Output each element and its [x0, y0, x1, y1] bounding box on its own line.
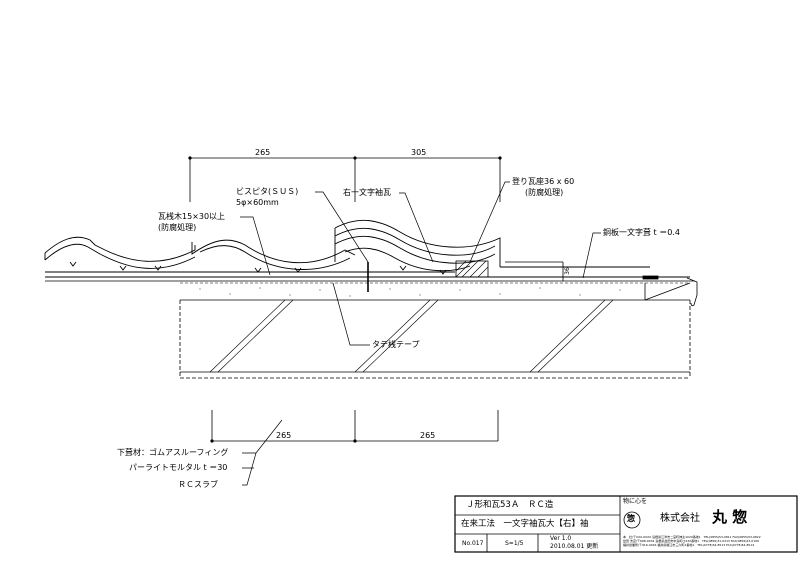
label-mortar: パーライトモルタル t ＝30 [129, 463, 228, 472]
top-dimension [188, 156, 502, 202]
bottom-dimension [210, 410, 499, 443]
title-block-frame [454, 495, 798, 553]
mortar-layer [180, 282, 691, 301]
label-tile-seat: 登り瓦座36 x 60 [512, 177, 575, 186]
label-batten: 瓦桟木15×30以上 [158, 212, 226, 221]
title-row1: Ｊ形和瓦53Ａ ＲＣ造 [466, 500, 554, 510]
company-type: 株式会社 [660, 513, 700, 524]
drawing-date: 2010.08.01 更新 [550, 543, 599, 550]
logo-char: 惣 [627, 514, 635, 523]
label-copper: 銅板一文字葺 t ＝0.4 [603, 228, 680, 237]
company-name: 丸 惣 [712, 508, 748, 526]
dim-top-1: 265 [255, 148, 271, 157]
label-ridge-tile: 右一文字袖瓦 [343, 188, 391, 197]
label-underlay: 下葺材：ゴムアスルーフィング [117, 448, 229, 457]
label-screw-size: 5φ×60mm [236, 198, 279, 207]
label-batten-note: (防腐処理) [158, 223, 197, 232]
label-tape: タテ桟テープ [372, 340, 420, 349]
leader-lines [240, 181, 601, 486]
drawing-version: Ver 1.0 [550, 535, 572, 542]
label-screw: ビスピタ(ＳＵＳ) [236, 187, 299, 196]
height-dimension [505, 261, 564, 281]
copper-sheet [45, 275, 698, 307]
company-addresses: 本 社/〒XXX-XXXX 島根県江津市二宮町神主1020番地1 TEL(085… [623, 535, 795, 548]
dim-top-2: 305 [411, 148, 427, 157]
dim-bottom-2: 265 [420, 431, 436, 440]
roof-tiles [44, 219, 690, 278]
company-motto: 物に心を [623, 498, 648, 505]
dim-36: 36 [563, 267, 571, 275]
company-logo [623, 511, 641, 529]
dim-bottom-1: 265 [276, 431, 292, 440]
rc-slab [179, 299, 691, 379]
label-tile-seat-note: (防腐処理) [525, 188, 564, 197]
address-line: 本 社/〒XXX-XXXX 島根県江津市二宮町神主1020番地1 TEL(085… [623, 535, 761, 539]
drawing-number: No.017 [462, 540, 484, 547]
drawing-scale: S=1/5 [505, 540, 524, 547]
title-row2: 在来工法 一文字袖瓦大【右】袖 [461, 519, 589, 529]
tile-seat-block [455, 260, 489, 278]
address-line: 益田 支店/〒698-0032 島根県益田市中島町ロ232番地1 TEL(085… [623, 538, 759, 543]
label-slab: ＲＣスラブ [178, 480, 218, 489]
address-line: 福井営業所/〒916-0016 福井県鯖江市三六町2番地1 TEL(0778)5… [623, 542, 755, 547]
